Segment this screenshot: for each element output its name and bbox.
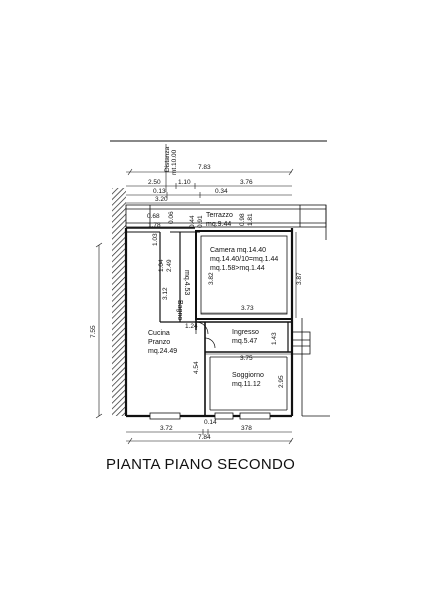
dim-sog-3-75: 3.75 — [240, 355, 253, 362]
dim-bot-3-72: 3.72 — [160, 425, 173, 432]
room-terrazzo-name: Terrazzo — [206, 212, 233, 219]
dim-top-3-76: 3.76 — [240, 179, 253, 186]
stair-lines — [291, 318, 330, 417]
room-bagno-name: Bagno — [176, 300, 183, 320]
dim-mid-1-24: 1.24 — [185, 323, 198, 330]
room-terrazzo-area: mq.9.44 — [206, 221, 231, 228]
dim-right-3-87: 3.87 — [296, 272, 303, 285]
dim-terr-0-44: 0.44 — [189, 215, 196, 228]
dim-terr-0-91: 0.91 — [197, 215, 204, 228]
dim-left-1-03: 1.03 — [152, 233, 159, 246]
dim-top-2-50: 2.50 — [148, 179, 161, 186]
dim-terr-0-68: 0.68 — [147, 213, 160, 220]
dim-left-7-55: 7.55 — [90, 325, 97, 338]
room-camera-extra: mq.1.58>mq.1.44 — [210, 265, 265, 272]
dim-left-1-04: 1.04 — [158, 259, 165, 272]
dim-terr-0-98: 0.98 — [239, 213, 246, 226]
external-wall-hatch — [112, 188, 126, 416]
dim-bot-378: 378 — [241, 425, 252, 432]
dim-bot-0-14: 0.14 — [204, 419, 217, 426]
terrace-railing — [125, 204, 327, 240]
room-bagno-area: mq.4.53 — [183, 270, 190, 295]
dim-top-3-20: 3.20 — [155, 196, 168, 203]
dim-terr-1-81: 1.81 — [247, 213, 254, 226]
room-camera-area: mq.14.40/10=mq.1.44 — [210, 256, 278, 263]
room-camera-name: Camera mq.14.40 — [210, 247, 266, 254]
room-ingresso-name: Ingresso — [232, 329, 259, 336]
door-swings — [195, 321, 216, 349]
distance-note-line1: Distanza — [164, 146, 171, 172]
dim-top-1-10: 1.10 — [178, 179, 191, 186]
dim-bot-7-84: 7.84 — [198, 434, 211, 441]
room-soggiorno-area: mq.11.12 — [232, 381, 261, 388]
dim-left-2-49: 2.49 — [166, 259, 173, 272]
room-soggiorno-name: Soggiorno — [232, 372, 264, 379]
interior-walls — [196, 321, 292, 416]
distance-note-line2: mt.10.00 — [171, 149, 178, 175]
dim-top-0-34: 0.34 — [215, 188, 228, 195]
dim-mid-1-43: 1.43 — [271, 332, 278, 345]
dim-top-0-13: 0.13 — [153, 188, 166, 195]
dim-sog-4-54: 4.54 — [193, 361, 200, 374]
dim-sog-2-95: 2.95 — [278, 375, 285, 388]
dim-camera-3-82: 3.82 — [208, 272, 215, 285]
dim-bagno-3-12: 3.12 — [162, 287, 169, 300]
dim-top-7-83: 7.83 — [198, 164, 211, 171]
room-cucina-name2: Pranzo — [148, 339, 170, 346]
plan-title: PIANTA PIANO SECONDO — [106, 456, 295, 473]
room-ingresso-area: mq.5.47 — [232, 338, 257, 345]
dim-terr-1-78: 1.78 — [148, 222, 161, 229]
dim-camera-3-73: 3.73 — [241, 305, 254, 312]
room-cucina-area: mq.24.49 — [148, 348, 177, 355]
dimension-lines — [95, 144, 297, 445]
dim-terr-0-06: 0.06 — [168, 211, 175, 224]
room-cucina-name: Cucina — [148, 330, 170, 337]
bottom-windows — [149, 412, 271, 420]
bagno-walls — [159, 231, 197, 330]
